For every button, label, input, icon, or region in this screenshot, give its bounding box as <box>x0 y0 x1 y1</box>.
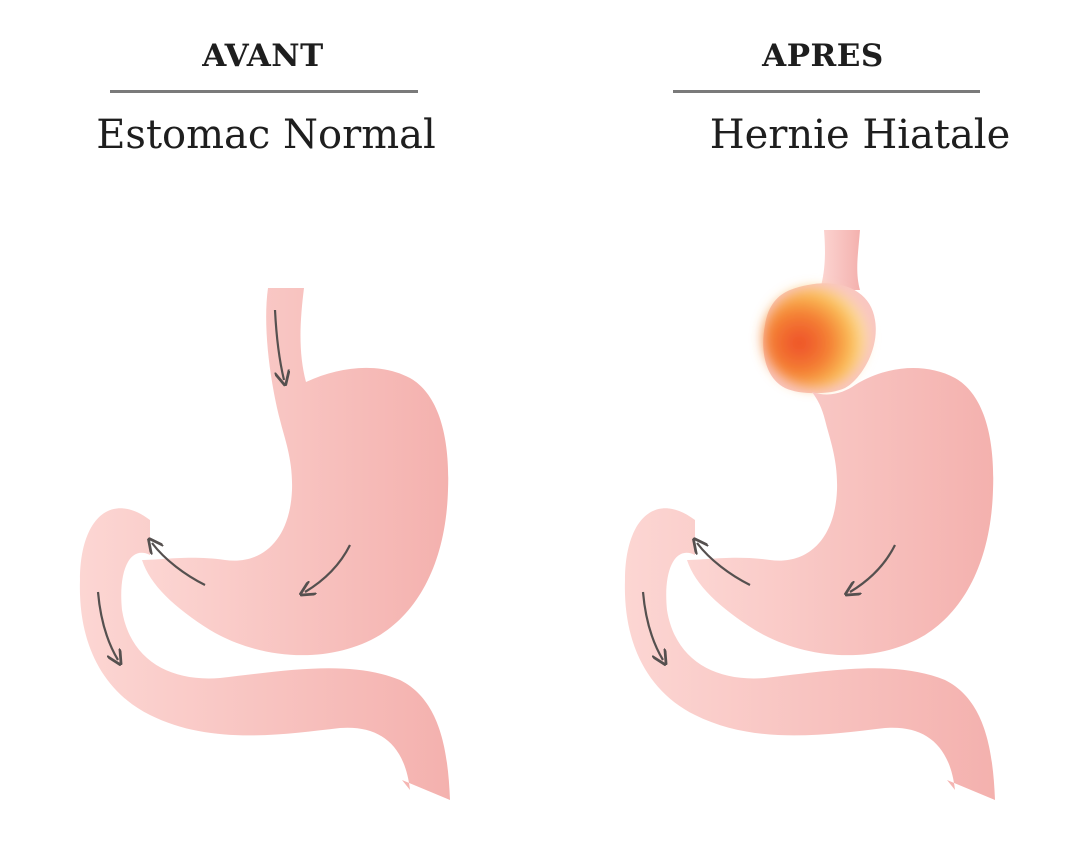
hernia-stomach-arrow <box>850 544 896 592</box>
hernia-stomach-body <box>687 368 994 656</box>
normal-intestine <box>79 508 450 800</box>
after-panel: APRES Hernie Hiatale <box>540 0 1080 865</box>
before-divider <box>110 90 418 93</box>
hernia-esophagus <box>820 230 860 290</box>
stomach-arrow <box>305 544 351 592</box>
after-title: Hernie Hiatale <box>709 112 1011 158</box>
hernia-stomach <box>624 230 995 800</box>
normal-stomach-body <box>142 288 449 656</box>
hernia-pylorus-arrow <box>697 543 751 586</box>
esophagus-arrow <box>273 309 284 380</box>
normal-stomach <box>79 288 450 800</box>
before-heading: AVANT <box>202 38 324 74</box>
after-divider <box>673 90 980 93</box>
duodenum-arrow <box>96 591 118 660</box>
hernia-inflammation <box>763 288 867 388</box>
hernia-duodenum-arrow <box>641 591 663 660</box>
pylorus-arrow <box>152 543 206 586</box>
before-panel: AVANT Estomac Normal <box>96 38 436 158</box>
after-heading: APRES <box>762 38 884 74</box>
hernia-intestine <box>624 508 995 800</box>
before-title: Estomac Normal <box>96 112 436 158</box>
